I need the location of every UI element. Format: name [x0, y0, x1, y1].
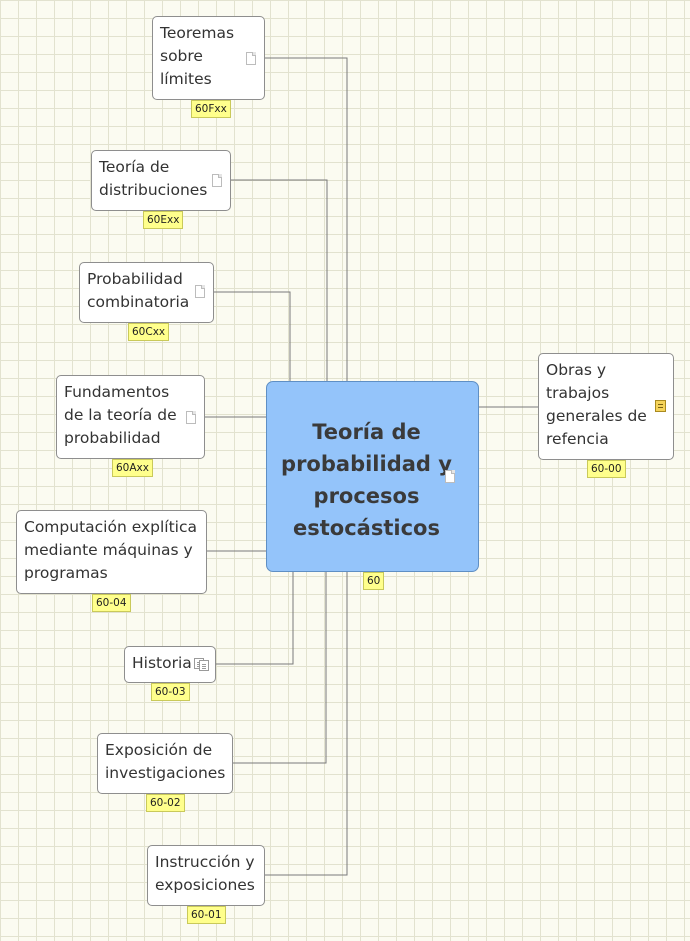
topic-distribuciones[interactable]: Teoría de distribuciones: [91, 150, 231, 211]
topic-label: Historia: [132, 654, 192, 672]
topic-obras[interactable]: Obras y trabajos generales de refencia: [538, 353, 674, 460]
topic-tag: 60-02: [146, 794, 185, 812]
topic-label: Probabilidad combinatoria: [87, 270, 190, 311]
central-topic[interactable]: Teoría de probabilidad y procesos estocá…: [266, 381, 479, 572]
connector-teoremas: [265, 57, 348, 381]
topic-tag: 60Cxx: [128, 323, 170, 341]
document-icon[interactable]: [246, 52, 256, 65]
topic-tag: 60Fxx: [191, 100, 231, 118]
topic-label: Teoría de distribuciones: [99, 158, 208, 199]
topic-label: Obras y trabajos generales de refencia: [546, 361, 647, 448]
topic-computacion[interactable]: Computación explítica mediante máquinas …: [16, 510, 207, 594]
topic-tag: 60Axx: [112, 459, 153, 477]
connector-combinatoria: [214, 291, 291, 381]
document-icon[interactable]: [186, 411, 196, 424]
topic-tag: 60-00: [587, 460, 626, 478]
central-topic-tag: 60: [363, 572, 385, 590]
topic-label: Instrucción y exposiciones: [155, 853, 255, 894]
topic-tag: 60Exx: [143, 211, 184, 229]
topic-fundamentos[interactable]: Fundamentos de la teoría de probabilidad: [56, 375, 205, 459]
connector-historia: [216, 572, 294, 665]
document-icon[interactable]: [195, 285, 205, 298]
central-topic-title: Teoría de probabilidad y procesos estocá…: [281, 420, 452, 540]
topic-combinatoria[interactable]: Probabilidad combinatoria: [79, 262, 214, 323]
connector-exposicion: [233, 572, 327, 764]
connector-distribuciones: [231, 179, 328, 381]
topic-label: Exposición de investigaciones: [105, 741, 226, 782]
note-icon[interactable]: [655, 400, 666, 412]
notes-icon[interactable]: [194, 658, 210, 671]
connector-instruccion: [265, 572, 348, 876]
document-icon[interactable]: [212, 174, 222, 187]
topic-teoremas[interactable]: Teoremas sobre límites: [152, 16, 265, 100]
topic-exposicion[interactable]: Exposición de investigaciones: [97, 733, 233, 794]
topic-label: Teoremas sobre límites: [160, 24, 235, 88]
topic-label: Computación explítica mediante máquinas …: [24, 518, 197, 582]
topic-tag: 60-03: [151, 683, 190, 701]
topic-historia[interactable]: Historia: [124, 646, 216, 683]
topic-tag: 60-01: [187, 906, 226, 924]
document-icon[interactable]: [445, 470, 455, 483]
topic-tag: 60-04: [92, 594, 131, 612]
topic-instruccion[interactable]: Instrucción y exposiciones: [147, 845, 265, 906]
topic-label: Fundamentos de la teoría de probabilidad: [64, 383, 177, 447]
